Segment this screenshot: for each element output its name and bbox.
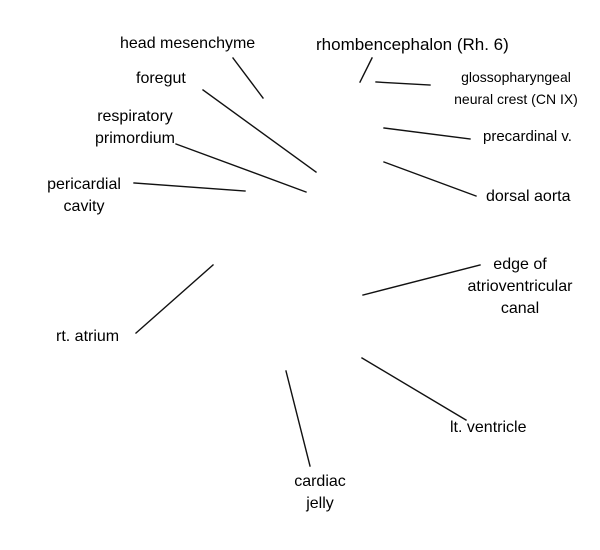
label-dorsal-aorta: dorsal aorta bbox=[486, 188, 571, 205]
leader-line-edge-av-canal bbox=[362, 264, 481, 296]
label-lt-ventricle: lt. ventricle bbox=[450, 419, 527, 436]
leader-line-dorsal-aorta bbox=[383, 161, 477, 197]
label-edge-of-atrioventricular-canal: edge of atrioventricular canal bbox=[467, 256, 573, 317]
label-precardinal-v: precardinal v. bbox=[483, 128, 572, 145]
label-head-mesenchyme: head mesenchyme bbox=[120, 35, 256, 52]
leader-line-rt-atrium bbox=[135, 264, 214, 334]
label-pericardial-cavity: pericardial cavity bbox=[47, 176, 121, 215]
label-glossopharyngeal-neural-crest: glossopharyngeal neural crest (CN IX) bbox=[454, 69, 578, 107]
label-respiratory-primordium: respiratory primordium bbox=[94, 108, 175, 147]
label-rt-atrium: rt. atrium bbox=[56, 328, 120, 345]
leader-line-head-mesenchyme bbox=[232, 57, 264, 99]
leader-line-pericardial-cavity bbox=[133, 182, 246, 192]
leader-line-glossopharyngeal bbox=[375, 81, 431, 86]
leader-line-lt-ventricle bbox=[361, 357, 467, 421]
leader-line-rhombencephalon bbox=[359, 57, 373, 83]
leader-line-foregut bbox=[202, 89, 317, 173]
label-rhombencephalon: rhombencephalon (Rh. 6) bbox=[316, 35, 509, 54]
label-cardiac-jelly: cardiac jelly bbox=[294, 473, 346, 512]
leader-line-precardinal-v bbox=[383, 127, 471, 140]
leader-line-cardiac-jelly bbox=[285, 370, 311, 467]
label-foregut: foregut bbox=[136, 70, 186, 87]
leader-line-respiratory-primordium bbox=[175, 143, 307, 193]
